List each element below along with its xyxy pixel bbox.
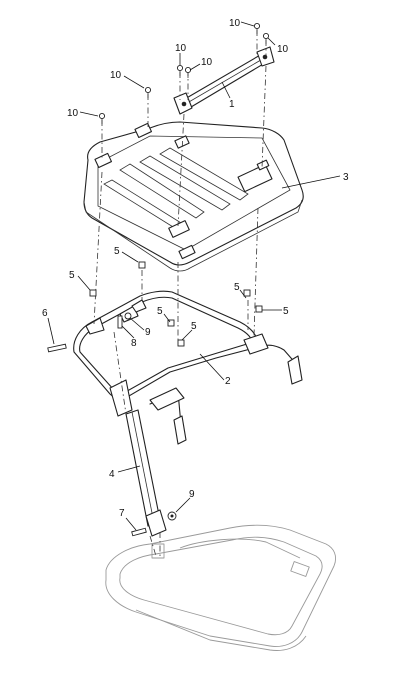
callout-5b: 5 [69,270,75,281]
part-4-rear-leg [125,409,167,537]
nut-5e-icon [167,319,175,327]
bolt-10f-icon [98,112,106,124]
callout-5f: 5 [191,321,197,332]
callout-10f: 10 [67,108,79,119]
nut-5b-icon [89,289,97,297]
callout-5a: 5 [114,246,120,257]
assembly-lines [93,30,267,557]
bolt-6-icon [47,343,67,353]
callout-5c: 5 [234,282,240,293]
callout-labels: 10 10 10 10 10 10 1 3 5 5 5 5 5 5 6 9 8 … [42,18,349,519]
bolt-10e-icon [144,86,152,98]
callout-10a: 10 [229,18,241,29]
bolt-10a-icon [253,22,261,34]
nut-5d-icon [255,305,263,313]
nut-5a-icon [138,261,146,269]
callout-1: 1 [229,99,235,110]
seat-base-ghost [105,524,337,651]
callout-10c: 10 [175,43,187,54]
clip-9a-icon [124,312,132,320]
bolt-10c-icon [176,64,184,76]
bolt-7-icon [131,527,147,537]
clip-9b-icon [167,511,177,521]
callout-9b: 9 [189,489,195,500]
part-2-frame [73,290,303,445]
callout-10d: 10 [201,57,213,68]
callout-6: 6 [42,308,48,319]
callout-8: 8 [131,338,137,349]
part-3-canopy-roof [83,121,304,272]
bolt-10d-icon [184,66,192,78]
callout-10e: 10 [110,70,122,81]
leader-lines [47,21,341,531]
callout-2: 2 [225,376,231,387]
bolt-10b-icon [262,32,270,44]
callout-4: 4 [109,469,115,480]
pin-8-icon [117,315,123,329]
callout-10b: 10 [277,44,289,55]
callout-5d: 5 [283,306,289,317]
callout-3: 3 [343,172,349,183]
nut-5f-icon [177,339,185,347]
callout-5e: 5 [157,306,163,317]
part-1-cross-bar [173,46,275,115]
callout-7: 7 [119,508,125,519]
nut-5c-icon [243,289,251,297]
callout-9a: 9 [145,327,151,338]
